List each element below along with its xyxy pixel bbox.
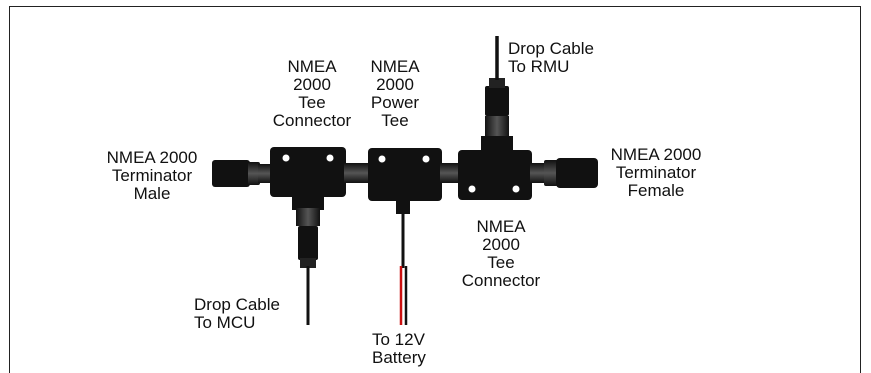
power-tee-label: NMEA 2000 Power Tee	[370, 57, 420, 130]
terminator-male-label: NMEA 2000 Terminator Male	[106, 148, 198, 203]
inline-coupler	[440, 163, 460, 183]
tee-connector-right	[458, 78, 532, 200]
drop-cable-mcu-label: Drop Cable To MCU	[194, 295, 280, 332]
terminator-male-connector	[212, 160, 272, 187]
tee-connector-left	[270, 147, 346, 268]
tee-connector-left-label: NMEA 2000 Tee Connector	[272, 57, 352, 130]
power-tee	[368, 148, 442, 214]
drop-cable-rmu-label: Drop Cable To RMU	[508, 39, 594, 76]
screw-icon	[326, 154, 334, 162]
screw-icon	[378, 155, 386, 163]
screw-icon	[422, 155, 430, 163]
tee-connector-right-label: NMEA 2000 Tee Connector	[461, 217, 541, 290]
screw-icon	[282, 154, 290, 162]
screw-icon	[468, 185, 476, 193]
battery-label: To 12V Battery	[372, 330, 426, 367]
terminator-female-connector	[530, 158, 598, 188]
screw-icon	[512, 185, 520, 193]
terminator-female-label: NMEA 2000 Terminator Female	[610, 145, 702, 200]
diagram-frame	[9, 6, 861, 373]
inline-coupler	[344, 163, 370, 183]
